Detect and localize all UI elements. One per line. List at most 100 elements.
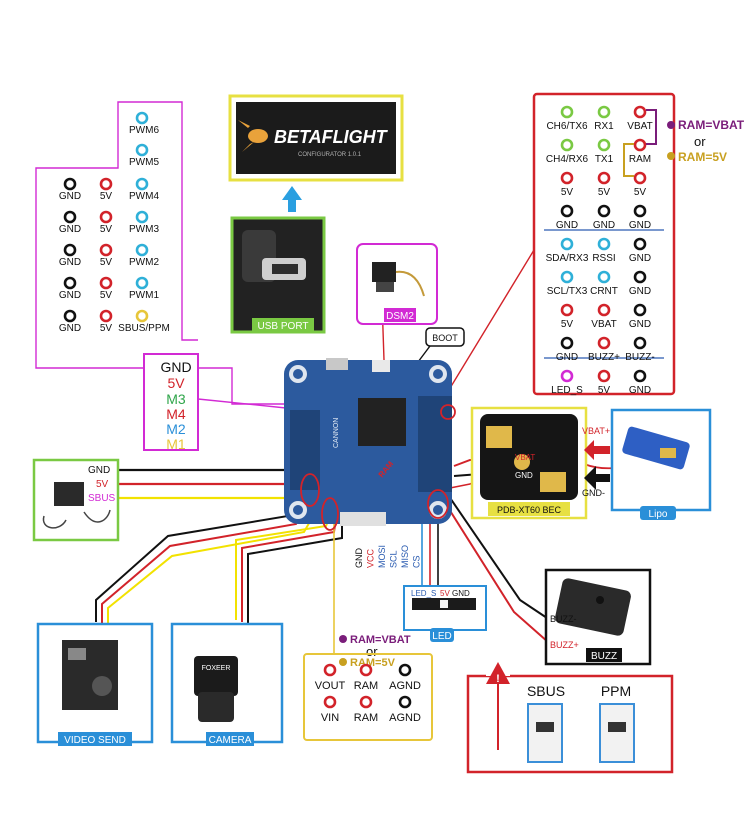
rx-5v-label: 5V: [96, 479, 109, 490]
uart-pin-2-0: [560, 171, 574, 185]
pwm-pin-3-0: [63, 276, 77, 290]
led-label: LED: [432, 631, 451, 642]
rx-gnd-label: GND: [88, 465, 110, 476]
vtx-label-0-0: VOUT: [315, 680, 346, 692]
pwm-label-3-0: GND: [59, 290, 81, 301]
uart-label-6-2: GND: [629, 319, 651, 330]
pwm-panel-border-line: [35, 101, 284, 405]
uart-label-6-1: VBAT: [591, 319, 616, 330]
betaflight-logo: BETAFLIGHT: [274, 127, 389, 147]
ppm-label: PPM: [601, 683, 631, 699]
sbus-ppm-panel: ! SBUS PPM: [466, 662, 674, 774]
buzz-plus-wire: [441, 497, 549, 643]
betaflight-box: BETAFLIGHT CONFIGURATOR 1.0.1: [228, 94, 404, 182]
pwm-top-label-0: PWM6: [129, 125, 159, 136]
uart-pin-3-0: [560, 204, 574, 218]
uart-pin-1-0: [560, 138, 574, 152]
rx-pin-highlight: [300, 473, 320, 507]
uart-label-6-0: 5V: [561, 319, 574, 330]
usb-port-box: USB PORT: [230, 216, 326, 334]
spi-pin-5: CS: [412, 555, 422, 568]
uart-label-7-2: BUZZ-: [625, 352, 654, 363]
buzz-label: BUZZ: [591, 651, 617, 662]
pwm-pin-3-2: [135, 276, 149, 290]
motor-legend: GND 5V M3 M4 M2 M1: [143, 353, 199, 452]
uart-pin-7-1: [597, 336, 611, 350]
uart-pin-highlight: [440, 404, 456, 420]
motor-legend-5v: 5V: [167, 375, 185, 391]
uart-pin-3-2: [633, 204, 647, 218]
ram-notes: RAM=VBAT or RAM=5V: [667, 118, 745, 164]
pwm-pin-3-1: [99, 276, 113, 290]
pdb-vbat-small: VBAT: [515, 453, 535, 462]
buzz-plus-label: BUZZ+: [550, 640, 579, 650]
vtx-note-vbat: RAM=VBAT: [350, 634, 411, 646]
uart-label-3-0: GND: [556, 220, 578, 231]
vtx-label-0-2: AGND: [389, 680, 421, 692]
spi-pin-3: SCL: [389, 550, 399, 568]
uart-label-8-1: 5V: [598, 385, 611, 396]
uart-pin-6-0: [560, 303, 574, 317]
vtx-label-1-2: AGND: [389, 712, 421, 724]
uart-pin-8-2: [633, 369, 647, 383]
spi-pin-0: GND: [354, 548, 364, 569]
uart-label-0-2: VBAT: [627, 121, 652, 132]
uart-pin-6-2: [633, 303, 647, 317]
uart-label-2-2: 5V: [634, 187, 647, 198]
uart-label-3-1: GND: [593, 220, 615, 231]
pwm-label-0-1: 5V: [100, 191, 113, 202]
motor-legend-m3: M3: [166, 391, 186, 407]
pwm-label-3-1: 5V: [100, 290, 113, 301]
dsm2-label: DSM2: [386, 311, 414, 322]
uart-label-3-2: GND: [629, 220, 651, 231]
pwm-label-1-1: 5V: [100, 224, 113, 235]
rx-connector: [372, 360, 390, 372]
lipo-label: Lipo: [649, 509, 668, 520]
pdb-arrows: VBAT+ GND-: [582, 426, 610, 498]
uart-pin-7-2: [633, 336, 647, 350]
boot-label-box: BOOT: [411, 327, 465, 371]
uart-pin-1-1: [597, 138, 611, 152]
pwm-pin-4-0: [63, 309, 77, 323]
vtx-pin-highlight: [321, 497, 339, 531]
uart-pin-3-1: [597, 204, 611, 218]
led-pin-highlight: [427, 489, 449, 519]
warning-icon: [486, 662, 510, 684]
right-pin-header: [418, 396, 452, 492]
rx-5v-wire: [116, 482, 304, 494]
vtx-note-5v: RAM=5V: [350, 657, 396, 669]
bee-icon: [238, 120, 268, 152]
vtx-label-1-0: VIN: [321, 712, 339, 724]
pwm-label-0-0: GND: [59, 191, 81, 202]
uart-label-7-1: BUZZ+: [588, 352, 620, 363]
vtx-pin-0-2: [398, 663, 412, 677]
flight-controller-board: CANNON RAM: [284, 358, 452, 526]
uart-label-5-1: CRNT: [590, 286, 618, 297]
cam-power-wire: [241, 517, 337, 622]
boot-label: BOOT: [432, 333, 458, 343]
pwm-pin-4-1: [99, 309, 113, 323]
led-pin-0: LED_S: [411, 589, 436, 598]
pwm-label-2-2: PWM2: [129, 257, 159, 268]
pwm-pin-1-1: [99, 210, 113, 224]
uart-label-4-1: RSSI: [592, 253, 615, 264]
ppm-pad-image: [599, 703, 635, 763]
uart-label-0-0: CH6/TX6: [546, 121, 588, 132]
pwm-label-4-2: SBUS/PPM: [118, 323, 170, 334]
ram-or: or: [694, 134, 706, 149]
led-pin-1: 5V: [440, 589, 450, 598]
uart-pin-4-0: [560, 237, 574, 251]
uart-pin-6-1: [597, 303, 611, 317]
receiver-box: GND 5V SBUS: [32, 458, 120, 542]
uart-label-2-1: 5V: [598, 187, 611, 198]
led-pin-2: GND: [452, 589, 470, 598]
vtx-note-or: or: [366, 644, 378, 659]
vbat-arrow-icon: [584, 440, 610, 460]
ram-5v-note: RAM=5V: [678, 150, 727, 164]
uart-label-7-0: GND: [556, 352, 578, 363]
pwm-pin-0-2: [135, 177, 149, 191]
uart-label-8-0: LED_S: [551, 385, 583, 396]
